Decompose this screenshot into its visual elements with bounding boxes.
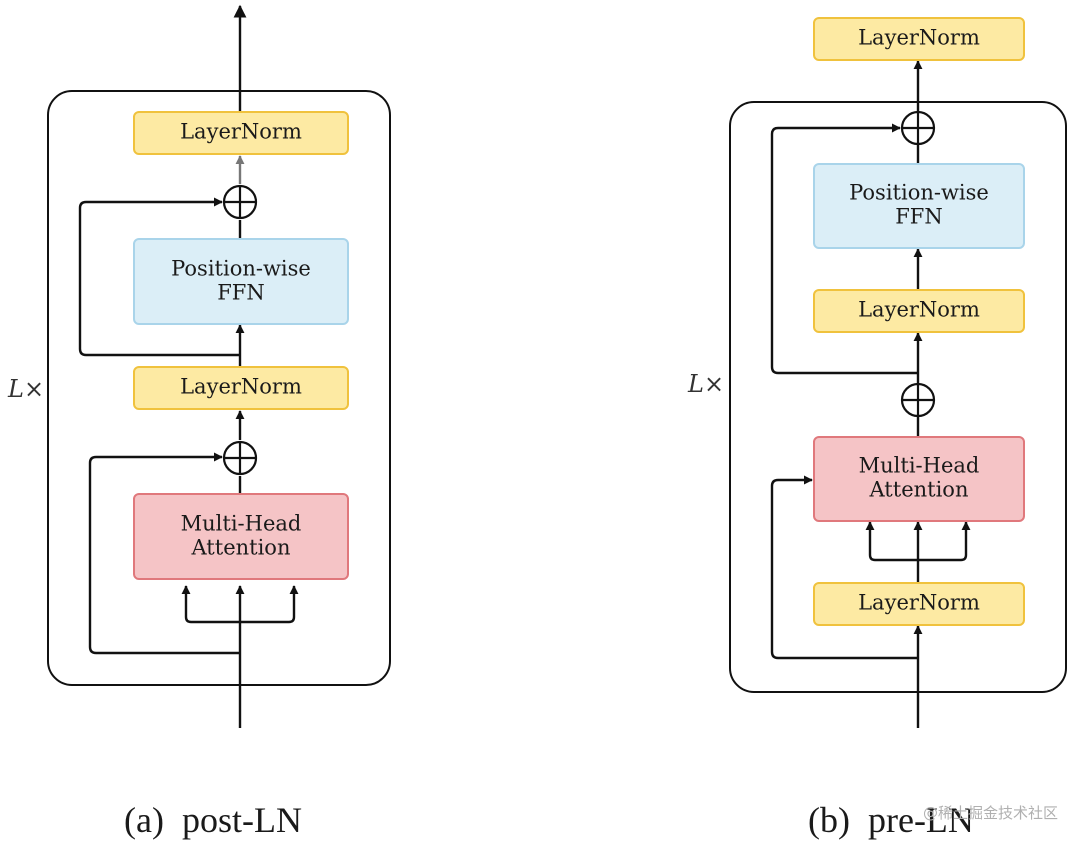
pre-ln-layer-container [729, 101, 1067, 693]
post-ln-residual-line-2 [78, 197, 240, 357]
watermark: @稀土掘金技术社区 [923, 804, 1058, 822]
post-ln-layer-container [47, 90, 391, 686]
pre-ln-diagram: LayerNorm Position-wise FFN LayerNorm Mu… [687, 17, 1067, 840]
pre-ln-attention-split-line [918, 521, 971, 562]
pre-ln-ffn-label-line1: Position-wise [849, 181, 989, 205]
pre-ln-attention-label-line1: Multi-Head [859, 454, 980, 478]
post-ln-layernorm-mid-box [133, 366, 349, 410]
pre-ln-attention-box [813, 436, 1025, 522]
post-ln-ffn-box [133, 238, 349, 325]
post-ln-attention-label-line2: Attention [191, 536, 291, 560]
post-ln-repeat-label: L× [7, 375, 44, 403]
add-node [900, 110, 936, 146]
pre-ln-caption: (b) pre-LN [808, 800, 974, 840]
post-ln-attention-box [133, 493, 349, 580]
pre-ln-layernorm-attention-box [813, 582, 1025, 626]
post-ln-ffn-label-line2: FFN [217, 281, 265, 305]
post-ln-layernorm-mid-label: LayerNorm [180, 375, 302, 399]
pre-ln-layernorm-attention-label: LayerNorm [858, 591, 980, 615]
pre-ln-layernorm-ffn-box [813, 289, 1025, 333]
post-ln-diagram: LayerNorm Position-wise FFN LayerNorm Mu… [7, 4, 391, 840]
post-ln-attention-split-line [181, 585, 240, 624]
pre-ln-repeat-label: L× [687, 370, 724, 398]
add-node [222, 184, 258, 220]
post-ln-layernorm-top-box [133, 111, 349, 155]
pre-ln-layernorm-final-box [813, 17, 1025, 61]
add-node [900, 382, 936, 418]
post-ln-attention-split-line [240, 585, 299, 624]
pre-ln-ffn-label-line2: FFN [895, 205, 943, 229]
pre-ln-residual-line-1 [770, 475, 918, 660]
pre-ln-ffn-box [813, 163, 1025, 249]
post-ln-attention-label-line1: Multi-Head [181, 512, 302, 536]
post-ln-ffn-label-line1: Position-wise [171, 257, 311, 281]
pre-ln-layernorm-final-label: LayerNorm [858, 26, 980, 50]
post-ln-residual-line-1 [88, 452, 240, 655]
pre-ln-attention-split-line [865, 521, 918, 562]
pre-ln-residual-line-2 [770, 123, 918, 375]
pre-ln-layernorm-ffn-label: LayerNorm [858, 298, 980, 322]
post-ln-layernorm-top-label: LayerNorm [180, 120, 302, 144]
add-node [222, 440, 258, 476]
post-ln-caption: (a) post-LN [124, 800, 302, 840]
pre-ln-attention-label-line2: Attention [869, 478, 969, 502]
